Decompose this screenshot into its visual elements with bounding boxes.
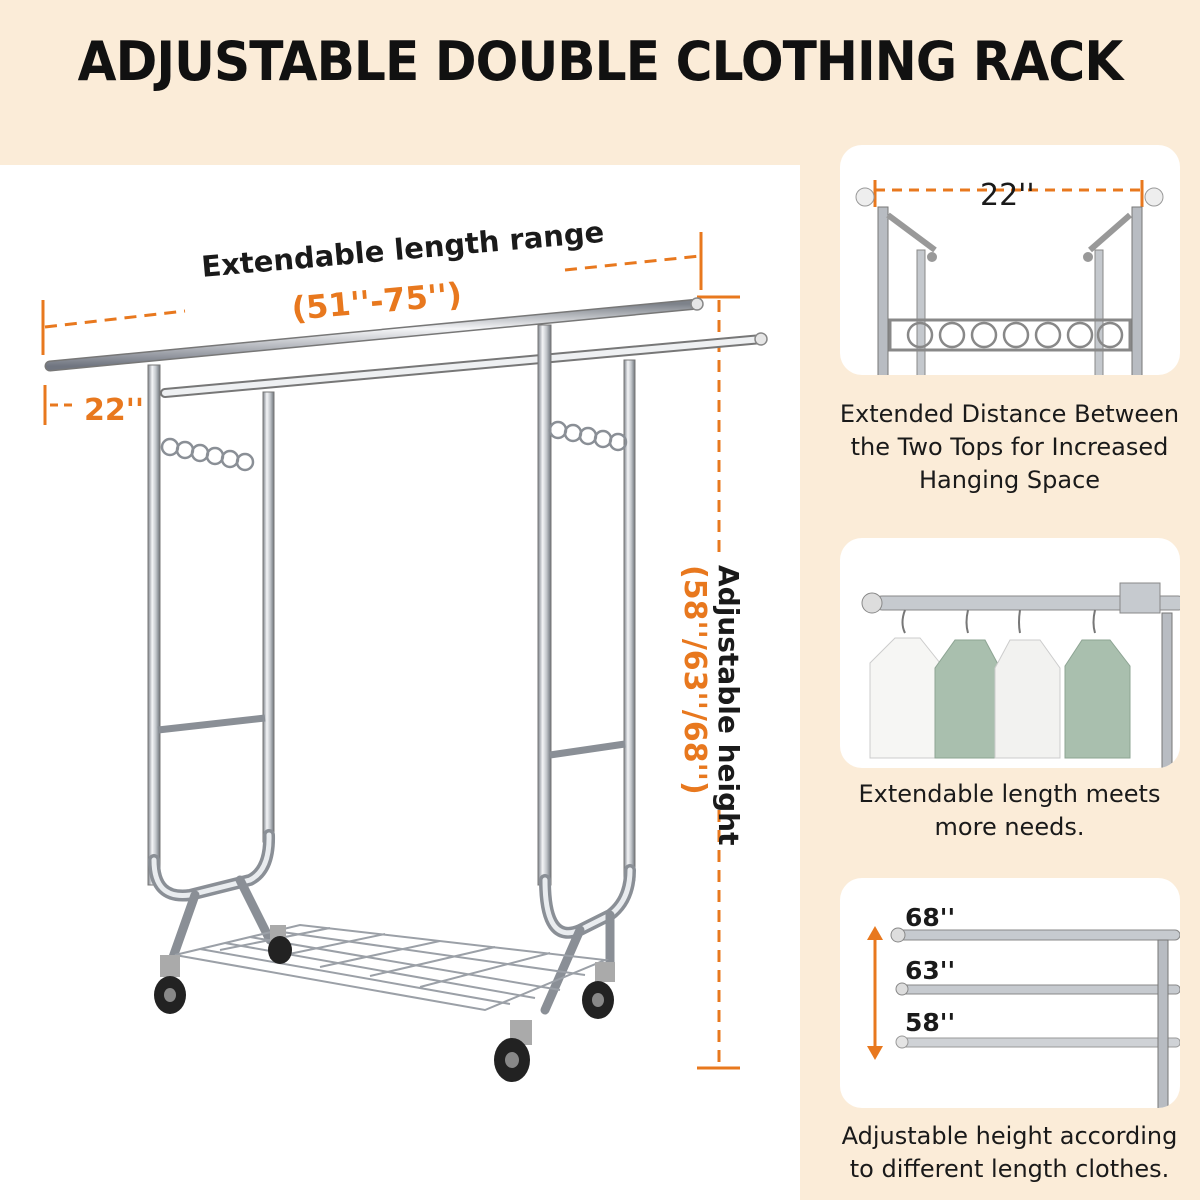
height-68-label: 68'' [905, 903, 956, 932]
caption-line: Extendable length meets [858, 780, 1161, 808]
uprights [147, 324, 636, 886]
legs [167, 875, 615, 1015]
height-levels-illustration [867, 926, 1180, 1108]
caption-line: more needs. [934, 813, 1085, 841]
caption-extendable-length: Extendable length meets more needs. [822, 778, 1197, 844]
top-rails [44, 297, 768, 398]
height-label: Adjustable height [712, 565, 745, 846]
clothing-rack-illustration [41, 232, 768, 1082]
caption-line: the Two Tops for Increased [850, 433, 1169, 461]
hanging-shirts-illustration [861, 582, 1180, 768]
length-dimension-lines [44, 254, 701, 329]
height-63-label: 63'' [905, 956, 956, 985]
caster-wheels [154, 925, 615, 1082]
top-distance-illustration [855, 180, 1164, 375]
page-title: ADJUSTABLE DOUBLE CLOTHING RACK [77, 30, 1124, 93]
card-adjustable-height: 68'' 63'' 58'' [840, 878, 1180, 1108]
height-58-label: 58'' [905, 1008, 956, 1037]
height-value: (58''/63''/68'') [677, 565, 712, 795]
hook-rings-left [160, 437, 255, 472]
card-top-distance: 22'' [840, 145, 1180, 375]
depth-value: 22'' [84, 393, 145, 428]
caption-line: Extended Distance Between [839, 400, 1180, 428]
crossbars [157, 714, 626, 759]
caption-line: Adjustable height according [841, 1122, 1178, 1150]
caption-adjustable-height: Adjustable height according to different… [822, 1120, 1197, 1186]
card-extendable-length [840, 538, 1180, 768]
caption-top-distance: Extended Distance Between the Two Tops f… [822, 398, 1197, 497]
length-end-ticks [41, 232, 703, 355]
caption-line: Hanging Space [918, 466, 1101, 494]
mesh-shelf [174, 923, 609, 1012]
caption-line: to different length clothes. [849, 1155, 1170, 1183]
header-band: ADJUSTABLE DOUBLE CLOTHING RACK [0, 0, 1200, 165]
top-distance-value: 22'' [980, 178, 1035, 213]
hook-rings-right [548, 420, 628, 452]
